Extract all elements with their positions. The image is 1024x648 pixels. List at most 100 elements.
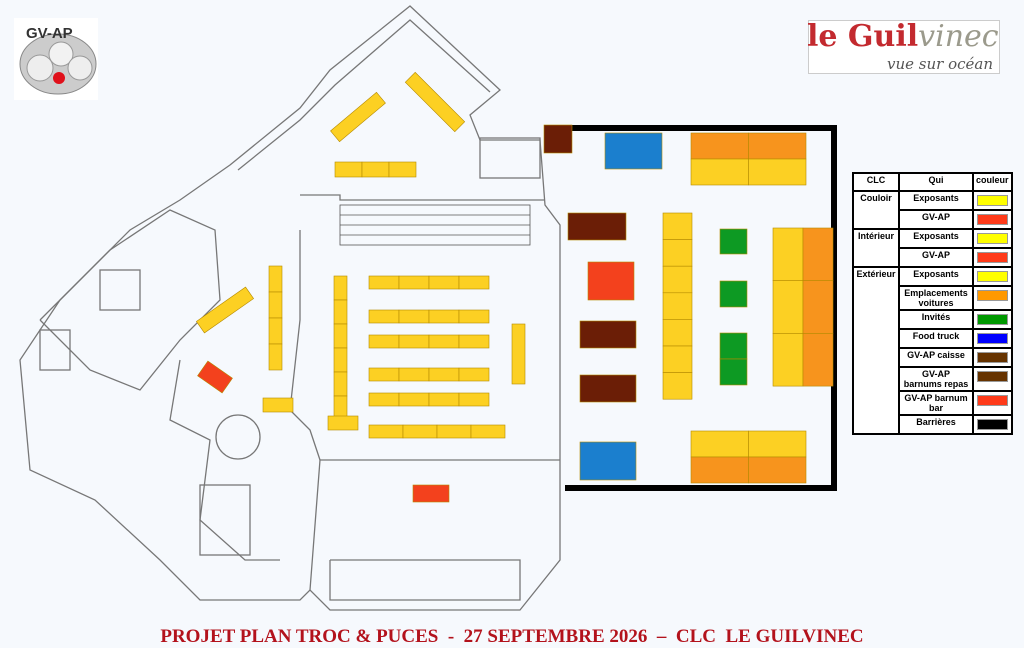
stand (404, 71, 466, 133)
stand (398, 392, 430, 407)
legend-qui: Invités (900, 311, 972, 328)
stand (268, 265, 283, 293)
legend-row: GV-AP (854, 249, 1011, 266)
legend-row: Emplacements voitures (854, 287, 1011, 309)
legend-swatch-cell (974, 416, 1011, 433)
car-space (802, 227, 834, 282)
legend-qui: GV-AP barnum bar (900, 392, 972, 414)
legend-swatch-cell (974, 287, 1011, 309)
guest-space (719, 358, 748, 386)
stand (662, 292, 693, 320)
legend-group: Couloir (854, 192, 898, 228)
stand (268, 291, 283, 319)
barnum-bar (587, 261, 635, 301)
stand (428, 309, 460, 324)
stand (458, 367, 490, 382)
legend-row: GV-AP barnum bar (854, 392, 1011, 414)
legend-row: GV-AP (854, 211, 1011, 228)
stand (772, 333, 804, 387)
legend-qui: Exposants (900, 230, 972, 247)
stand (748, 158, 807, 186)
legend-qui: Emplacements voitures (900, 287, 972, 309)
bleachers (339, 204, 531, 246)
color-swatch (977, 290, 1008, 301)
legend-swatch-cell (974, 192, 1011, 209)
legend-qui: GV-AP barnums repas (900, 368, 972, 390)
stand (368, 334, 400, 349)
stand (428, 367, 460, 382)
legend-row: GV-AP caisse (854, 349, 1011, 366)
stand (368, 392, 400, 407)
food-truck (604, 132, 663, 170)
guest-space (719, 280, 748, 308)
color-swatch (977, 252, 1008, 263)
legend-row: Invités (854, 311, 1011, 328)
stand (428, 392, 460, 407)
legend-row: Food truck (854, 330, 1011, 347)
stand (327, 415, 359, 431)
stand (333, 323, 348, 349)
car-space (748, 456, 807, 484)
legend-qui: GV-AP (900, 249, 972, 266)
legend-swatch-cell (974, 230, 1011, 247)
svg-text:GV-AP: GV-AP (26, 25, 73, 42)
building-outline (19, 5, 561, 611)
logo-text-b: vinec (918, 19, 999, 54)
stand (662, 319, 693, 347)
guest-space (719, 332, 748, 360)
color-swatch (977, 419, 1008, 430)
color-swatch (977, 314, 1008, 325)
logo-text-a: le Guil (807, 19, 919, 54)
legend-swatch-cell (974, 330, 1011, 347)
stand (333, 275, 348, 301)
color-swatch (977, 352, 1008, 363)
stand (458, 309, 490, 324)
legend-row: GV-AP barnums repas (854, 368, 1011, 390)
legend-qui: Exposants (900, 192, 972, 209)
stand (511, 323, 526, 385)
stand (662, 239, 693, 267)
logo-tagline: vue sur océan (887, 55, 993, 73)
stand (690, 430, 749, 458)
stand (330, 91, 386, 143)
color-swatch (977, 395, 1008, 406)
legend-swatch-cell (974, 349, 1011, 366)
stand (428, 275, 460, 290)
stand (333, 299, 348, 325)
stand (368, 367, 400, 382)
gvap-logo: GV-AP (14, 18, 98, 100)
legend-qui: Food truck (900, 330, 972, 347)
legend-qui: GV-AP caisse (900, 349, 972, 366)
color-swatch (977, 195, 1008, 206)
legend-row: Barrières (854, 416, 1011, 433)
stand (690, 158, 749, 186)
legend-qui: Exposants (900, 268, 972, 285)
stand (268, 317, 283, 345)
car-space (802, 280, 834, 334)
legend-qui: GV-AP (900, 211, 972, 228)
stand (361, 161, 390, 178)
food-truck (579, 441, 637, 481)
legend-header: CLC (854, 174, 898, 190)
stand (470, 424, 506, 439)
stand (662, 345, 693, 373)
legend-header: couleur (974, 174, 1011, 190)
stand (398, 309, 430, 324)
legend-swatch-cell (974, 368, 1011, 390)
stand (772, 227, 804, 282)
stand (662, 265, 693, 294)
legend-swatch-cell (974, 311, 1011, 328)
stand (368, 424, 404, 439)
stand (428, 334, 460, 349)
stand (458, 334, 490, 349)
car-space (690, 456, 749, 484)
stand (262, 397, 294, 413)
gvap-caisse (543, 124, 573, 154)
legend-header: Qui (900, 174, 972, 190)
color-swatch (977, 333, 1008, 344)
